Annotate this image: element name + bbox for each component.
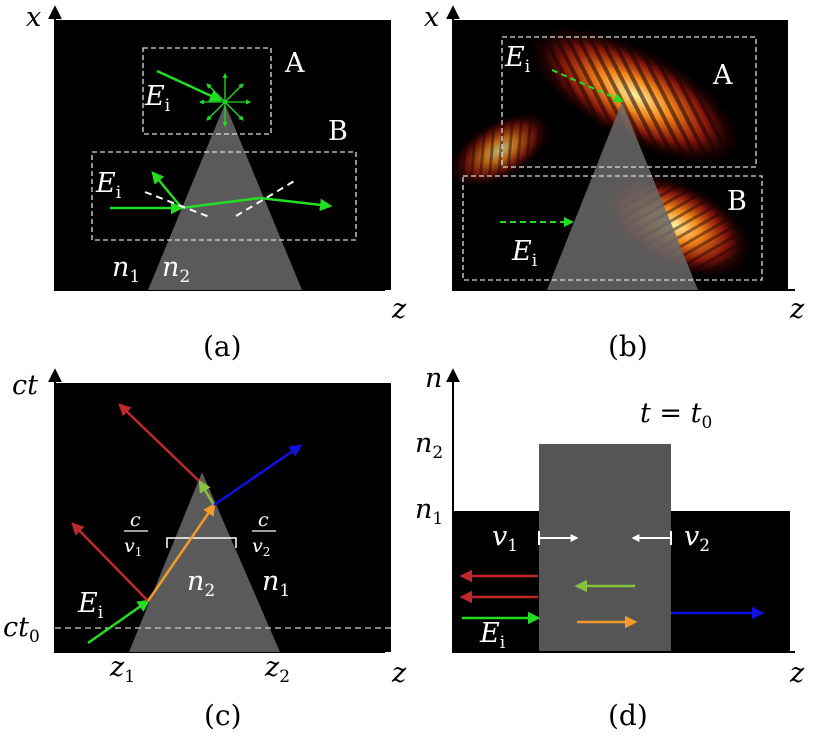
panel-d-medium-n2 — [539, 444, 671, 652]
panel-b-caption: (b) — [608, 330, 648, 363]
panel-d-n1-label: n1 — [415, 494, 443, 529]
panel-c-axis-ct-label: ct — [12, 370, 38, 401]
panel-c-bracket — [166, 537, 237, 548]
panel-c-n2-label: n2 — [187, 566, 215, 601]
panel-d-v2-label: v2 — [684, 521, 710, 556]
panel-c-z2-label: z2 — [264, 652, 290, 687]
panel-a-reflected-arrow-b — [151, 171, 182, 208]
panel-a-box-b-label: B — [328, 116, 348, 147]
panel-c-ct0-label: ct0 — [3, 612, 40, 647]
panel-a-scatter-star — [198, 72, 252, 128]
panel-a-axis-x-label: x — [26, 2, 41, 33]
panel-a: x z A B Ei Ei n1 n2 (a) — [26, 2, 407, 363]
panel-c-prism — [129, 472, 280, 652]
panel-a-refracted-ray — [180, 196, 261, 210]
panel-c: ct z ct0 z1 z2 Ei n2 n1 c v1 c v2 (c) — [3, 368, 407, 732]
panel-c-z1-label: z1 — [109, 652, 135, 687]
panel-c-orange-arrow — [146, 502, 216, 602]
panel-a-box-a-label: A — [284, 48, 305, 79]
panel-c-transmitted-arrow — [213, 444, 303, 507]
panel-c-frac-c-over-v1: c v1 — [124, 509, 148, 559]
panel-a-box-b — [91, 151, 357, 241]
panel-c-reflected-arrow-low — [71, 522, 149, 602]
panel-d-axis-z-label: z — [789, 658, 805, 689]
panel-b-ei-label-b: Ei — [511, 236, 538, 271]
panel-c-caption: (c) — [204, 699, 242, 732]
panel-a-incident-arrow-a — [156, 69, 223, 102]
panel-a-n2-label: n2 — [162, 252, 190, 287]
panel-a-axis-z-label: z — [391, 294, 407, 325]
panel-b-box-a-label: A — [712, 60, 733, 91]
panel-b-axis-x-label: x — [424, 2, 439, 33]
panel-c-incident-arrow — [87, 599, 151, 645]
panel-b-box-b-label: B — [727, 186, 747, 217]
svg-text:v2: v2 — [252, 535, 270, 559]
panel-c-frac-c-over-v2: c v2 — [252, 509, 276, 559]
panel-c-reflected-arrow-high — [118, 403, 200, 482]
panel-a-box-a — [142, 47, 272, 135]
panel-d-v1-label: v1 — [492, 521, 518, 556]
panel-d-t-label: t = t0 — [640, 398, 712, 433]
panel-d-n2-label: n2 — [415, 428, 443, 463]
panel-a-ei-label-a: Ei — [144, 81, 171, 116]
panel-c-ei-label: Ei — [77, 588, 104, 623]
panel-c-axis-z-label: z — [391, 658, 407, 689]
panel-d-ei-label: Ei — [479, 618, 506, 653]
svg-text:c: c — [258, 509, 269, 531]
svg-text:c: c — [130, 509, 141, 531]
panel-b-prism — [547, 102, 698, 290]
panel-d-axis-n-label: n — [425, 363, 442, 394]
panel-a-caption: (a) — [203, 330, 242, 363]
panel-a-prism — [148, 104, 302, 290]
panel-d: n z t = t0 n2 n1 v1 v2 Ei (d) — [415, 363, 805, 732]
panel-b-axis-z-label: z — [789, 294, 805, 325]
panel-c-internal-green-arrow — [198, 479, 216, 506]
panel-a-n1-label: n1 — [112, 252, 140, 287]
panel-a-ei-label-b: Ei — [95, 168, 122, 203]
panel-d-caption: (d) — [608, 699, 648, 732]
panel-a-transmitted-arrow — [259, 196, 333, 212]
panel-b-ei-label-a: Ei — [504, 42, 531, 77]
svg-text:v1: v1 — [124, 535, 142, 559]
panel-b-box-b — [462, 175, 763, 281]
panel-c-n1-label: n1 — [262, 566, 290, 601]
panel-b-incident-arrow-a — [551, 69, 624, 103]
panel-b: x z A B Ei Ei (b) — [424, 2, 805, 363]
